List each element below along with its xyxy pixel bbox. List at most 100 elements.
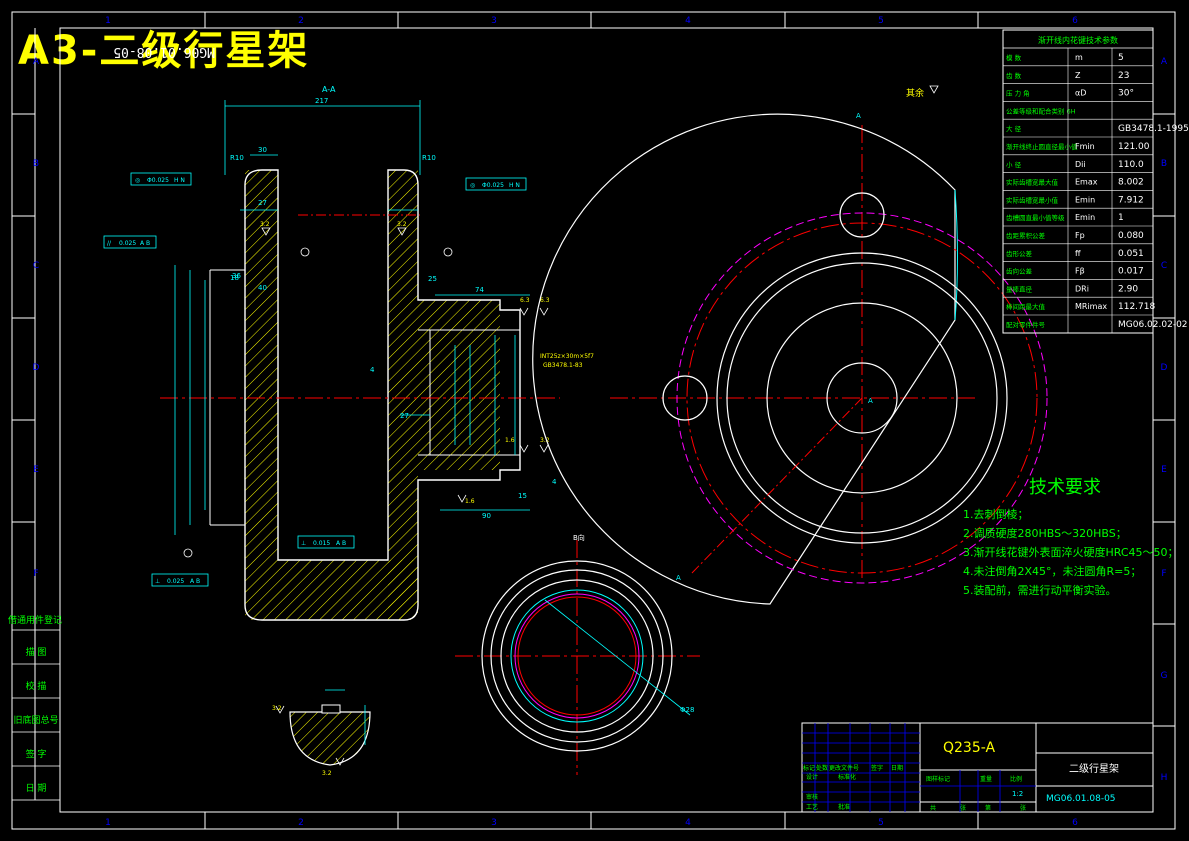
title-drawing-number: MG06.01.08-05	[1046, 794, 1116, 804]
param-cell-val: 0.017	[1118, 267, 1144, 277]
svg-text:2: 2	[298, 16, 304, 26]
param-cell-name: 实际齿槽宽最小值	[1006, 195, 1059, 204]
tech-requirements-title: 技术要求	[1029, 477, 1101, 498]
section-view-label: A-A	[322, 85, 336, 94]
param-cell-sym: m	[1075, 53, 1083, 62]
param-cell-name: 模 数	[1006, 53, 1022, 62]
svg-text:张: 张	[960, 804, 966, 812]
svg-text:描 图: 描 图	[26, 646, 47, 658]
svg-text:40: 40	[258, 284, 267, 292]
svg-text:H: H	[1161, 773, 1168, 783]
left-strip: 借通用件登记 描 图 校 描 旧底图总号 签 字 日 期	[8, 614, 62, 801]
tech-requirement-item: 3.渐开线花键外表面淬火硬度HRC45～50；	[963, 546, 1179, 559]
svg-text:27: 27	[258, 199, 267, 207]
svg-text:更改文件号: 更改文件号	[829, 764, 859, 772]
param-cell-sym: Dii	[1075, 160, 1086, 169]
svg-text:重量: 重量	[980, 775, 992, 783]
drawing-frame	[11, 11, 1176, 830]
svg-text:H N: H N	[174, 177, 185, 184]
svg-text:A B: A B	[336, 540, 346, 547]
svg-text:C: C	[1161, 261, 1167, 271]
param-cell-val: 7.912	[1118, 195, 1144, 205]
svg-text:3.2: 3.2	[272, 705, 282, 712]
param-cell-val: 0.051	[1118, 249, 1144, 259]
param-cell-val: 1	[1118, 213, 1124, 223]
svg-text:C: C	[33, 261, 39, 271]
svg-text:R10: R10	[422, 154, 436, 162]
svg-text:处数: 处数	[816, 764, 828, 772]
mirrored-code: MG06.01.08-05	[113, 44, 215, 59]
param-cell-sym: Fβ	[1075, 267, 1085, 276]
title-material: Q235-A	[943, 740, 995, 756]
svg-text:0.025: 0.025	[167, 578, 184, 585]
svg-text:图样标记: 图样标记	[926, 775, 950, 783]
svg-text:3: 3	[491, 818, 497, 828]
section-view-a-a: A-A 217 3	[103, 85, 939, 621]
svg-text:审核: 审核	[806, 793, 818, 801]
front-view: A A A	[532, 112, 1048, 605]
param-cell-sym: Emax	[1075, 178, 1098, 187]
svg-text:Φ0.025: Φ0.025	[482, 182, 504, 189]
tech-requirement-item: 2.调质硬度280HBS～320HBS；	[963, 527, 1127, 540]
svg-text:⊥: ⊥	[155, 578, 160, 585]
param-cell-name: 齿 数	[1006, 71, 1022, 80]
svg-text:A: A	[1161, 57, 1168, 67]
param-cell-sym: Emin	[1075, 213, 1095, 222]
svg-text:6.3: 6.3	[520, 297, 530, 304]
column-labels: 1 2 3 4 5 6 1 2 3 4 5 6	[105, 16, 1078, 828]
svg-text:4: 4	[370, 366, 375, 374]
svg-text:27: 27	[400, 412, 409, 420]
svg-text:F: F	[1161, 569, 1166, 579]
svg-text:签字: 签字	[871, 764, 883, 772]
svg-text:A: A	[856, 112, 861, 120]
svg-text:4: 4	[685, 16, 691, 26]
svg-text:Φ28: Φ28	[680, 706, 694, 714]
drawing-title: A3-二级行星架	[18, 28, 310, 74]
svg-text:3.2: 3.2	[397, 221, 407, 228]
svg-text:6: 6	[1072, 16, 1078, 26]
surface-finish-rest-label: 其余	[906, 87, 924, 99]
param-cell-name: 齿槽圆直最小值等级	[1006, 213, 1065, 222]
svg-text:36: 36	[232, 272, 241, 280]
svg-text:签 字: 签 字	[26, 748, 47, 760]
svg-text:30: 30	[258, 146, 267, 154]
svg-text:旧底图总号: 旧底图总号	[13, 714, 58, 726]
svg-text://: //	[107, 240, 112, 247]
svg-text:F: F	[33, 569, 38, 579]
param-cell-val: 110.0	[1118, 160, 1144, 170]
param-cell-name: 齿形公差	[1006, 249, 1033, 258]
left-strip-header: 借通用件登记	[8, 614, 62, 626]
param-cell-val: 121.00	[1118, 142, 1150, 152]
b-view-label: B向	[573, 533, 585, 542]
svg-text:G: G	[1161, 671, 1168, 681]
row-labels: A B C D E F G H A B C D E F	[33, 57, 1168, 783]
svg-text:批准: 批准	[838, 803, 850, 811]
svg-text:0.025: 0.025	[119, 240, 136, 247]
svg-text:共: 共	[930, 804, 936, 812]
spline-note: INT25z×30m×5f7	[540, 353, 594, 360]
tech-requirements: 技术要求 1.去刺倒棱； 2.调质硬度280HBS～320HBS； 3.渐开线花…	[963, 473, 1179, 600]
svg-text:A: A	[868, 397, 873, 405]
svg-text:Φ0.025: Φ0.025	[147, 177, 169, 184]
svg-text:6: 6	[1072, 818, 1078, 828]
svg-text:3: 3	[491, 16, 497, 26]
svg-text:90: 90	[482, 512, 491, 520]
svg-text:3.2: 3.2	[260, 221, 270, 228]
svg-text:1.6: 1.6	[465, 498, 475, 505]
svg-text:5: 5	[878, 818, 884, 828]
svg-text:日 期: 日 期	[26, 783, 47, 794]
keyway-detail: 3.2 3.2	[272, 689, 371, 777]
svg-text:◎: ◎	[470, 182, 475, 189]
param-cell-val: GB3478.1-1995	[1118, 124, 1189, 134]
spline-note-standard: GB3478.1-83	[543, 362, 583, 369]
svg-text:217: 217	[315, 97, 328, 105]
svg-text:A B: A B	[140, 240, 150, 247]
svg-text:◎: ◎	[135, 177, 140, 184]
param-cell-val: 8.002	[1118, 178, 1144, 188]
param-cell-name: 齿向公差	[1006, 267, 1033, 276]
svg-text:B: B	[1161, 159, 1167, 169]
tolerance-frame	[103, 172, 527, 587]
svg-text:D: D	[33, 363, 40, 373]
svg-text:1: 1	[105, 16, 111, 26]
